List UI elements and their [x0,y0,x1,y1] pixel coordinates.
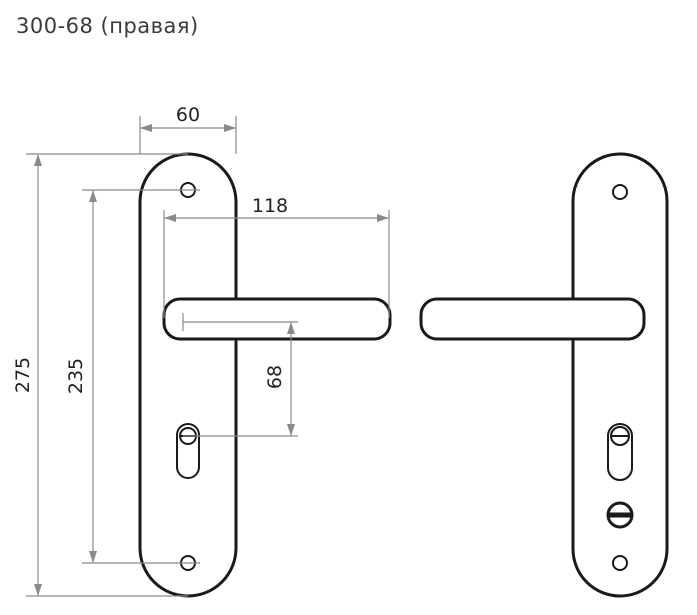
right-handle-lever [419,297,646,341]
dimension-handle-length: 118 [163,195,390,318]
dimension-width: 60 [139,104,237,154]
dimension-total-height-label: 275 [12,357,34,393]
dimension-width-label: 60 [176,104,200,126]
dimension-hole-spacing: 235 [65,189,200,564]
right-cylinder-slot [607,423,633,481]
right-cylinder-turn [610,426,630,446]
left-view [138,152,392,598]
dimension-center-distance-label: 68 [264,365,286,389]
dimension-handle-length-label: 118 [252,195,288,217]
right-thumb-turn [606,501,634,529]
dimension-total-height: 275 [12,153,188,597]
left-plate [138,152,238,598]
right-bottom-screw-hole [612,555,628,571]
right-top-screw-hole [612,184,628,200]
drawing-title: 300-68 (правая) [16,14,199,38]
left-cylinder-slot [176,423,200,479]
left-handle-lever [162,297,392,341]
right-view [419,152,669,598]
dimension-center-distance: 68 [183,321,298,437]
dimension-hole-spacing-label: 235 [65,358,87,394]
right-plate [571,152,669,598]
